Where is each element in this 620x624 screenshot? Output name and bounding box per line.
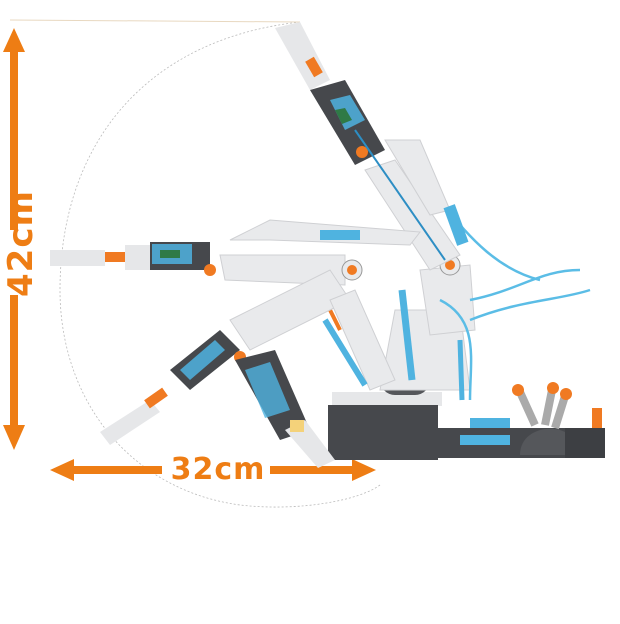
width-arrow [50,459,376,481]
arm-lowered [100,269,396,468]
control-levers [460,382,572,445]
height-arrow [3,28,25,450]
height-dimension-label: 42cm [1,190,41,297]
width-dimension-label: 32cm [170,452,266,487]
arm-raised [275,22,469,271]
top-guide-line [9,19,301,23]
